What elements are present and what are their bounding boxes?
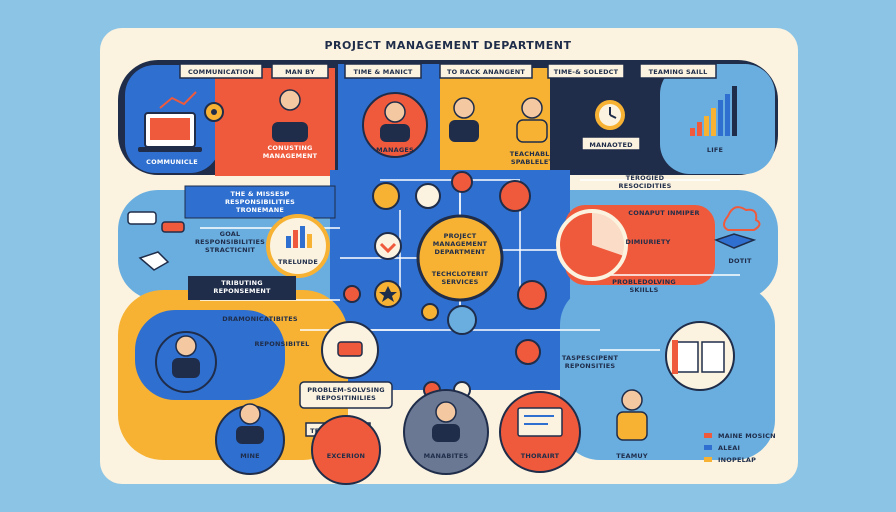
tag-to-rack: TO RACK ANANGENT: [447, 68, 525, 76]
person-icon: [272, 89, 308, 142]
note-conaput: CONAPUT INMIPER: [628, 209, 699, 217]
note-dramonic: DRAMONICATIBITES: [222, 315, 298, 323]
person-icon: [172, 335, 200, 378]
caption-excerion: EXCERION: [327, 452, 365, 460]
book-icon: [672, 340, 725, 374]
bottom-circle-excerion: [311, 415, 381, 485]
caption-thorairt: THORAIRT: [521, 452, 560, 460]
handshake-icon: [713, 233, 757, 249]
person-icon: [516, 97, 548, 143]
region-top-light-right: [660, 64, 775, 174]
bar-chart-icon: [286, 226, 312, 248]
tag-time-soledct: TIME-& SOLEDCT: [554, 68, 619, 76]
caption-communicle: COMMUNICLE: [146, 158, 198, 166]
person-icon: [449, 97, 479, 142]
top-tags: COMMUNICATION MAN BY TIME & MANICT TO RA…: [179, 63, 717, 79]
note-dotit: DOTIT: [728, 257, 752, 265]
caption-manabites: MANABITES: [424, 452, 469, 460]
region-top-orange: [215, 68, 335, 176]
note-dimiuriety: DIMIURIETY: [626, 238, 671, 246]
gear-icon: [204, 102, 224, 122]
clock-icon: [593, 98, 627, 132]
cloud-icon: [723, 206, 761, 231]
trend-line-icon: [159, 91, 197, 109]
diagram-title: PROJECT MANAGEMENT DEPARTMENT: [325, 39, 572, 52]
person-icon: [380, 101, 410, 142]
badge-trelunde: TRELUNDE: [278, 258, 318, 266]
star-icon: [379, 286, 397, 302]
caption-mine: MINE: [240, 452, 260, 460]
heart-icon: [379, 242, 397, 254]
caption-life: LIFE: [707, 146, 723, 154]
bar-chart-icon: [690, 86, 737, 136]
caption-teamuy: TEAMUY: [616, 452, 648, 460]
legend-item-1: MAINE MOSICN: [718, 432, 776, 440]
laptop-icon: [138, 112, 202, 152]
legend-item-3: INOPELAP: [718, 456, 756, 464]
tag-teaming-saill: TEAMING SAILL: [649, 68, 708, 76]
person-icon: [432, 401, 460, 442]
hand-icon: [138, 251, 170, 271]
book-circle: [665, 321, 735, 391]
note-reponsibitel: REPONSIBITEL: [254, 340, 309, 348]
tag-time-manict: TIME & MANICT: [353, 68, 412, 76]
center-hub: [416, 214, 504, 302]
caption-manages: MANAGES: [376, 146, 414, 154]
caption-manaoted: MANAOTED: [589, 141, 633, 149]
person-icon: [236, 403, 264, 444]
person-icon: [616, 389, 648, 441]
tag-communication: COMMUNICATION: [188, 68, 254, 76]
tag-man-by: MAN BY: [285, 68, 315, 76]
legend-item-2: ALEAI: [718, 444, 740, 452]
legend: MAINE MOSICN ALEAI INOPELAP: [704, 432, 776, 464]
